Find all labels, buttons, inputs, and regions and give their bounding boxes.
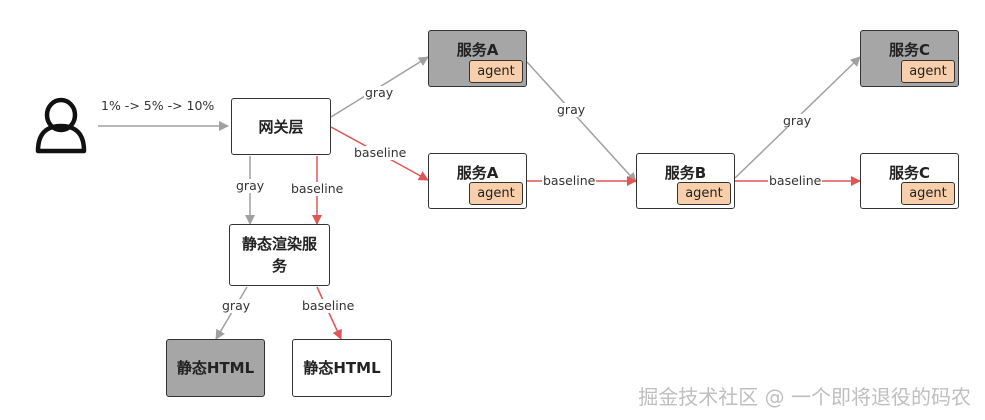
edge-label-service-a-service-b-gray: gray xyxy=(556,102,587,117)
edge-label-service-b-service-c-baseline: baseline xyxy=(768,173,823,188)
service-c-baseline-node: 服务C agent xyxy=(860,153,959,209)
edge-label-static-html-baseline: baseline xyxy=(301,298,356,313)
service-a-baseline-title: 服务A xyxy=(456,164,499,182)
service-b-node: 服务B agent xyxy=(636,153,735,209)
static-html-gray-node: 静态HTML xyxy=(166,339,265,397)
service-c-gray-agent: agent xyxy=(901,60,955,83)
static-html-baseline-node: 静态HTML xyxy=(292,339,392,397)
service-a-baseline-agent: agent xyxy=(469,182,523,205)
edge-label-gateway-static-gray: gray xyxy=(235,178,266,193)
arrow-service-a-gray-service-b xyxy=(526,61,637,183)
service-c-gray-title: 服务C xyxy=(888,41,930,59)
edge-label-gateway-static-baseline: baseline xyxy=(290,181,345,196)
service-a-gray-agent: agent xyxy=(469,60,523,83)
service-c-gray-node: 服务C agent xyxy=(860,30,959,87)
watermark-text: 掘金技术社区 @ 一个即将退役的码农 xyxy=(638,385,971,409)
user-icon xyxy=(35,97,87,154)
edge-label-service-a-service-b-baseline: baseline xyxy=(542,173,597,188)
edge-label-static-html-gray: gray xyxy=(221,298,252,313)
service-b-title: 服务B xyxy=(664,164,707,182)
edge-label-gateway-service-a-baseline: baseline xyxy=(353,145,408,160)
service-c-baseline-agent: agent xyxy=(901,182,955,205)
gateway-node: 网关层 xyxy=(231,98,331,155)
service-c-baseline-title: 服务C xyxy=(888,164,930,182)
arrow-static-html-gray xyxy=(215,286,248,340)
service-a-baseline-node: 服务A agent xyxy=(428,153,527,209)
service-b-agent: agent xyxy=(677,182,731,205)
edge-label-gateway-service-a-gray: gray xyxy=(364,85,395,100)
traffic-ratio-label: 1% -> 5% -> 10% xyxy=(101,98,215,113)
edge-label-service-b-service-c-gray: gray xyxy=(782,113,813,128)
arrow-static-html-baseline xyxy=(316,286,342,340)
service-a-gray-node: 服务A agent xyxy=(428,30,527,87)
service-a-gray-title: 服务A xyxy=(456,41,499,59)
static-render-service-node: 静态渲染服务 xyxy=(229,224,330,286)
